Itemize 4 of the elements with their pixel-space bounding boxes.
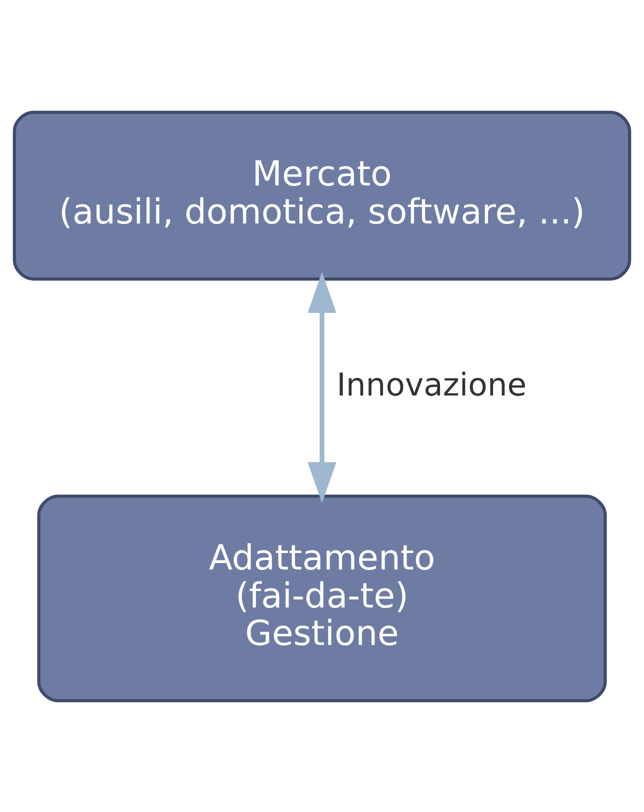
arrow	[308, 271, 336, 503]
node-box: Adattamento (fai-da-te) Gestione	[37, 494, 607, 702]
node-box: Mercato (ausili, domotica, software, ...)	[12, 110, 632, 280]
edge-label: Innovazione	[336, 366, 527, 403]
